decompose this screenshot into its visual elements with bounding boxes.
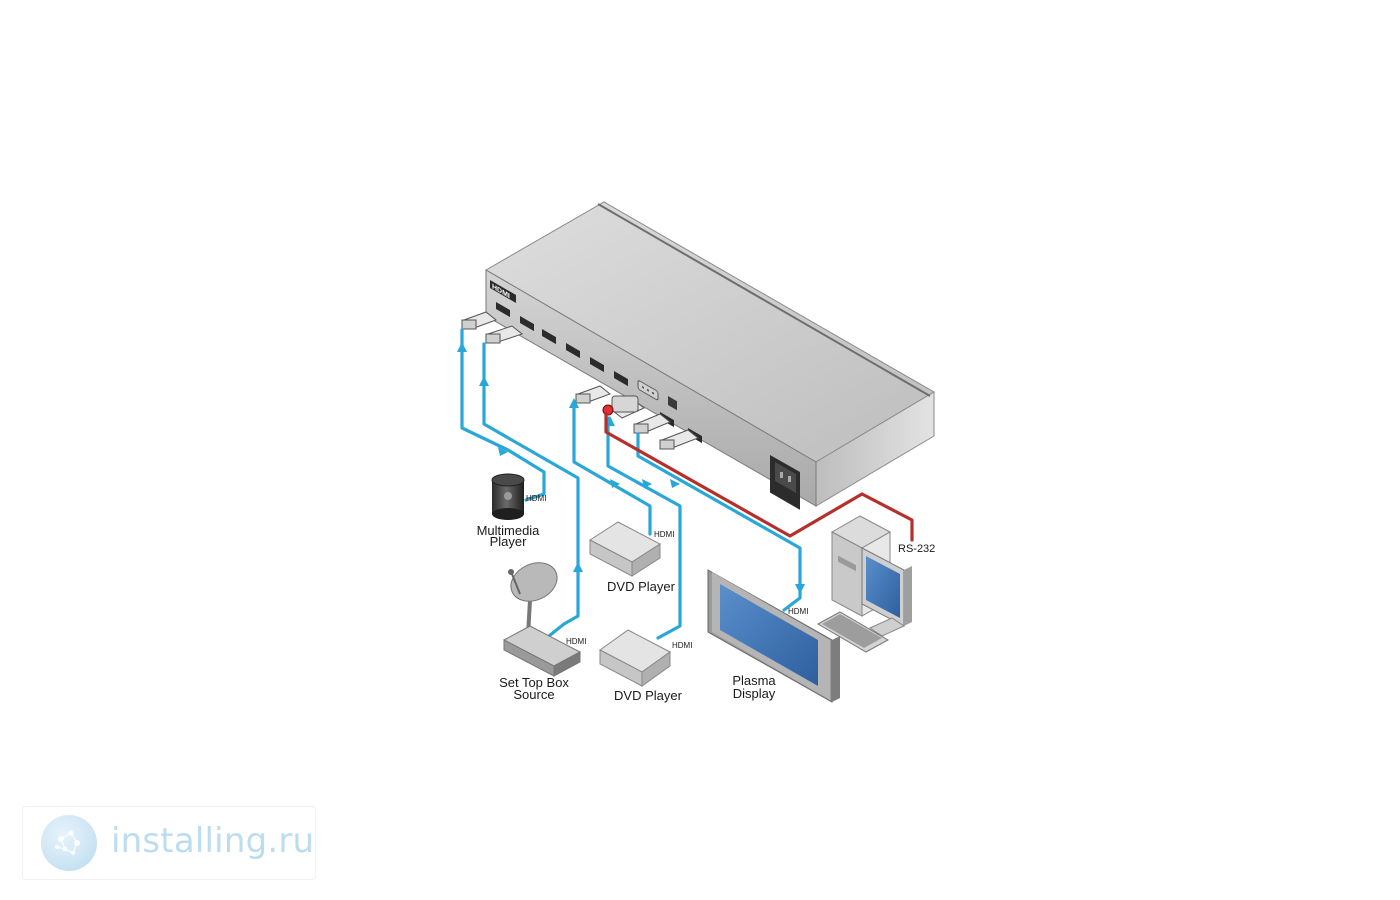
cable-label-dvd-top: HDMI [654, 530, 674, 539]
device-labels: Multimedia Player Set Top Box Source DVD… [477, 523, 936, 703]
label-multimedia-line1: Multimedia [477, 523, 541, 538]
hdmi-port-6 [614, 371, 628, 387]
multimedia-player [491, 473, 525, 520]
hdmi-port-1 [496, 302, 510, 318]
hdmi-plug-in-5 [575, 385, 612, 404]
installing-logo-icon [41, 815, 97, 871]
hdmi-plug-in-2 [485, 325, 524, 344]
label-plasma-line1: Plasma [732, 673, 776, 688]
hdmi-plug-out-1 [633, 413, 671, 434]
hdmi-port-5 [590, 357, 604, 373]
switcher-hdmi-ports [496, 302, 702, 444]
hdmi-port-4 [566, 343, 580, 359]
computer [816, 515, 912, 653]
cable-label-dvd-bottom: HDMI [672, 641, 692, 650]
ethernet-port [668, 396, 677, 411]
cable-labels: HDMI HDMI HDMI HDMI HDMI [526, 494, 808, 650]
set-top-box [502, 625, 582, 677]
power-inlet [770, 455, 800, 510]
cable-dvd-bottom [606, 416, 682, 640]
cable-set-top-box [482, 342, 580, 642]
hdmi-switcher: HDMI [461, 201, 935, 510]
label-plasma-line2: Display [733, 686, 776, 701]
dvd-player-bottom [599, 629, 671, 687]
hdmi-port-3 [542, 329, 556, 345]
hdmi-plug-out-2 [659, 429, 699, 450]
hdmi-port-2 [520, 316, 534, 332]
plasma-display [707, 569, 840, 703]
label-dvd-player-top: DVD Player [607, 579, 676, 594]
cable-multimedia [460, 328, 546, 502]
installing-watermark: installing.ru [22, 806, 316, 880]
hdmi-plug-in-1 [461, 311, 498, 330]
label-set-top-box-line2: Source [513, 687, 554, 702]
watermark-text: installing.ru [111, 821, 315, 861]
cable-label-multimedia: HDMI [526, 494, 546, 503]
label-dvd-player-bottom: DVD Player [614, 688, 683, 703]
cable-label-plasma: HDMI [788, 607, 808, 616]
label-set-top-box-line1: Set Top Box [499, 675, 569, 690]
dvd-player-top [589, 521, 661, 577]
satellite-dish [508, 562, 558, 637]
label-rs232: RS-232 [898, 543, 935, 555]
cable-label-set-top-box: HDMI [566, 637, 586, 646]
rs232-port [637, 380, 659, 401]
hdmi-plug-in-6 [611, 395, 645, 419]
hdmi-cables [457, 328, 805, 642]
label-multimedia-line2: Player [490, 534, 528, 549]
rs232-cable [604, 412, 914, 542]
